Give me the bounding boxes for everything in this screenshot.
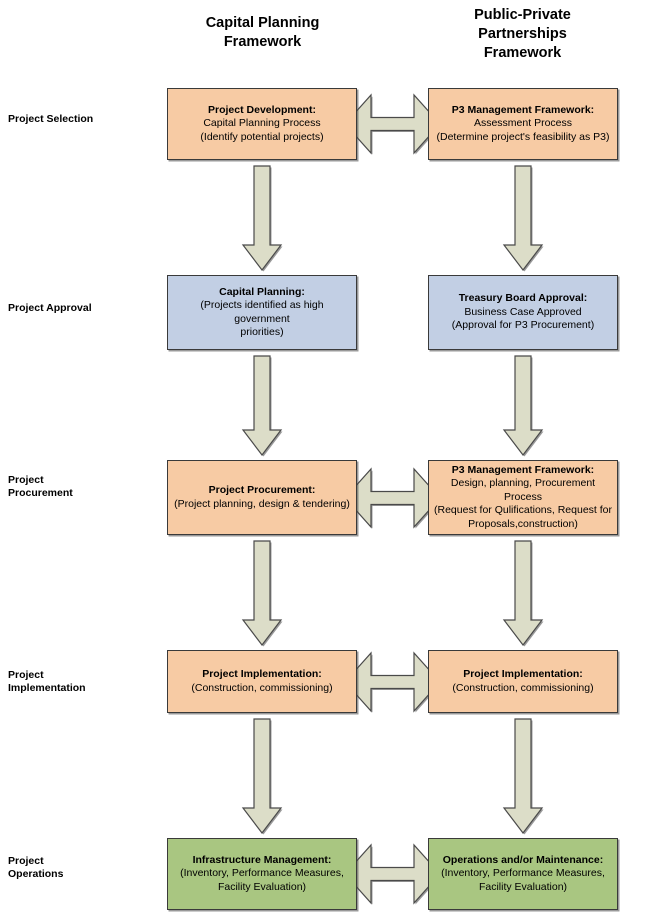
process-box-title: Project Development: [208, 103, 316, 116]
process-box-line: Capital Planning Process [203, 117, 321, 130]
process-box-line: (Identify potential projects) [200, 130, 324, 143]
process-box-title: Project Procurement: [208, 484, 316, 496]
process-box-treasury-board-approval: Treasury Board Approval:Business Case Ap… [428, 275, 618, 350]
process-box-line: (Determine project's feasibility as P3) [436, 130, 610, 143]
process-box-title: Project Implementation: [202, 668, 322, 680]
horizontal-double-arrow [344, 843, 442, 905]
process-box-line: Assessment Process [473, 117, 573, 130]
row-label-project-implementation: Project Implementation [8, 669, 86, 694]
process-box-line: (Construction, commissioning) [191, 681, 333, 694]
process-box-line: Process [504, 490, 542, 503]
process-box-title: Infrastructure Management: [192, 853, 332, 866]
process-box-operations-and-or-maintenance: Operations and/or Maintenance:(Inventory… [428, 838, 618, 910]
process-box-line: (Inventory, Performance Measures, [441, 867, 605, 880]
down-arrow-right-column [502, 540, 544, 647]
process-box-title: P3 Management Framework: [451, 463, 595, 476]
down-arrow-left-column [241, 718, 283, 835]
process-box-line: (Approval for P3 Procurement) [451, 319, 595, 332]
process-box-line: Facility Evaluation) [478, 880, 568, 893]
row-label-project-selection: Project Selection [8, 113, 94, 125]
process-box-line: Business Case Approved [464, 305, 582, 318]
process-box-project-implementation: Project Implementation:(Construction, co… [167, 650, 357, 713]
horizontal-double-arrow [344, 93, 442, 155]
row-label-project-operations: Project Operations [8, 855, 64, 880]
process-box-line: Proposals,construction) [468, 517, 578, 530]
process-box-title: Capital Planning: [219, 285, 305, 298]
process-box-p3-management-framework: P3 Management Framework:Design, planning… [428, 460, 618, 535]
column-header-public-private-partnerships-framework: Public-Private Partnerships Framework [474, 7, 571, 61]
process-box-line: Design, planning, Procurement [450, 477, 596, 490]
process-box-project-development: Project Development:Capital Planning Pro… [167, 88, 357, 160]
down-arrow-right-column [502, 355, 544, 457]
process-box-capital-planning: Capital Planning:(Projects identified as… [167, 275, 357, 350]
process-box-title: P3 Management Framework: [451, 103, 595, 116]
process-box-p3-management-framework: P3 Management Framework:Assessment Proce… [428, 88, 618, 160]
horizontal-double-arrow [344, 466, 442, 529]
down-arrow-left-column [241, 355, 283, 457]
down-arrow-right-column [502, 718, 544, 835]
process-box-line: (Projects identified as high government [200, 299, 324, 325]
down-arrow-right-column [502, 165, 544, 272]
process-box-project-implementation: Project Implementation:(Construction, co… [428, 650, 618, 713]
row-label-project-approval: Project Approval [8, 302, 92, 314]
process-box-line: (Project planning, design & tendering) [174, 497, 350, 510]
process-box-line: (Construction, commissioning) [452, 681, 594, 694]
process-box-line: (Request for Qulifications, Request for [434, 504, 612, 517]
down-arrow-left-column [241, 165, 283, 272]
process-box-infrastructure-management: Infrastructure Management:(Inventory, Pe… [167, 838, 357, 910]
process-box-project-procurement: Project Procurement:(Project planning, d… [167, 460, 357, 535]
column-header-capital-planning-framework: Capital Planning Framework [205, 15, 320, 50]
row-label-project-procurement: Project Procurement [8, 474, 73, 499]
process-box-line: (Inventory, Performance Measures, [180, 867, 344, 880]
horizontal-double-arrow [344, 650, 442, 713]
process-box-line: priorities) [240, 326, 284, 338]
process-box-title: Operations and/or Maintenance: [442, 853, 604, 866]
process-box-title: Project Implementation: [463, 668, 583, 680]
process-box-line: Facility Evaluation) [217, 880, 307, 893]
down-arrow-left-column [241, 540, 283, 647]
process-box-title: Treasury Board Approval: [458, 292, 588, 305]
